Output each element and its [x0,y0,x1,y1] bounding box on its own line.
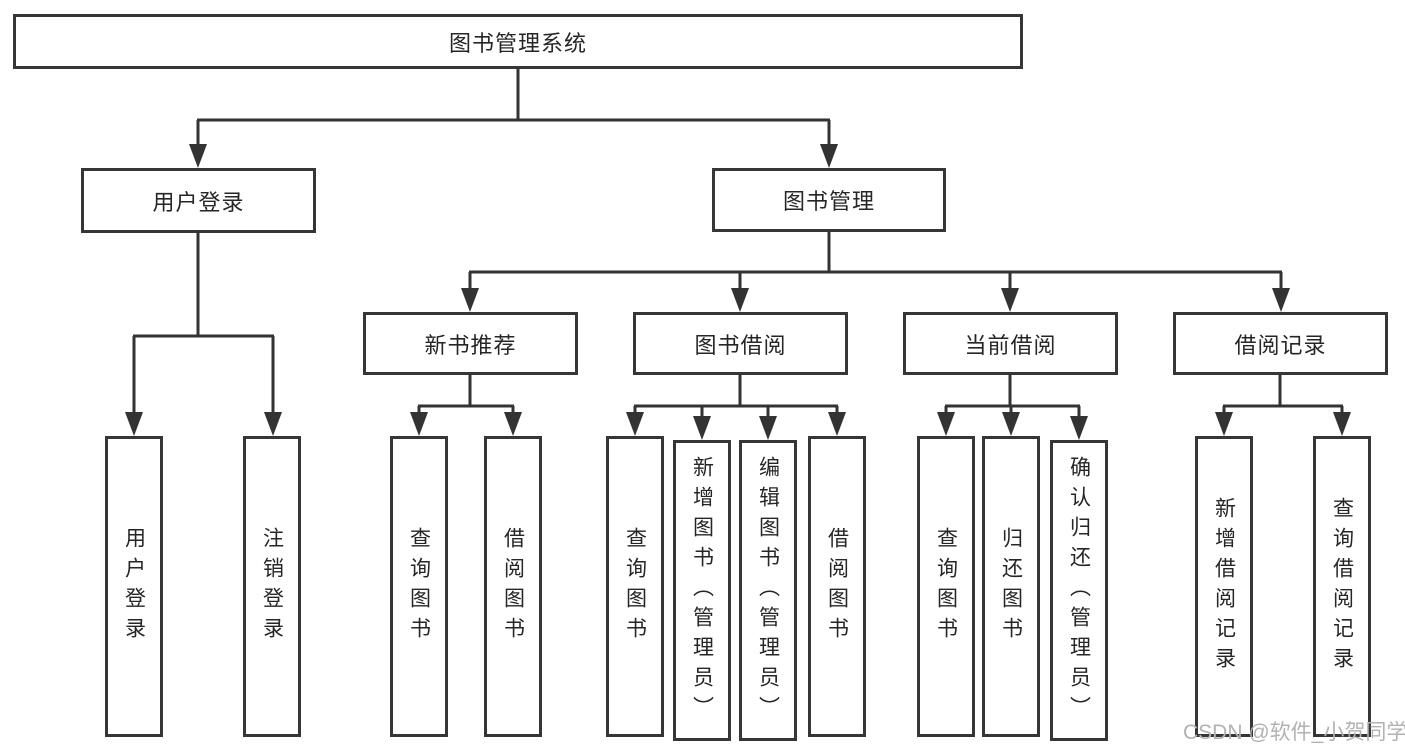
leaf-logout-label: 注销登录 [260,526,284,647]
leaf-query-books-recommend-label: 查询图书 [407,526,431,647]
leaf-query-books-borrowing: 查询图书 [606,436,664,737]
leaf-borrow-books-recommend: 借阅图书 [484,436,542,737]
node-current-borrowing-label: 当前借阅 [964,332,1057,358]
arrowhead [1001,288,1019,312]
arrowhead [189,144,207,168]
leaf-user-login-label: 用户登录 [122,526,146,647]
node-book-management: 图书管理 [712,168,946,232]
node-borrowing-records: 借阅记录 [1173,312,1388,375]
connector-borrow-record-split [1222,375,1344,416]
node-user-login-label: 用户登录 [152,189,245,215]
connector-current-borrow-split [944,375,1081,420]
node-book-borrowing: 图书借阅 [633,312,848,375]
arrowhead [1272,288,1290,312]
node-book-management-label: 图书管理 [782,189,875,214]
arrowhead [264,412,282,436]
connector-book-borrow-split [633,375,839,420]
watermark: CSDN @软件_小贺同学 [1183,721,1405,744]
leaf-add-borrow-record: 新增借阅记录 [1195,436,1253,737]
node-new-book-recommend: 新书推荐 [363,312,578,375]
arrowhead [731,288,749,312]
leaf-query-borrow-record-label: 查询借阅记录 [1330,496,1354,677]
leaf-logout: 注销登录 [243,436,301,737]
leaf-borrow-books-recommend-label: 借阅图书 [501,526,525,647]
arrowhead [820,144,838,168]
leaf-query-books-current-label: 查询图书 [934,526,958,647]
node-new-book-recommend-label: 新书推荐 [424,332,517,358]
arrowhead [504,412,522,436]
connector-root-to-level2 [196,69,831,148]
node-library-system: 图书管理系统 [13,14,1023,69]
leaf-confirm-return-admin: 确认归还（管理员） [1050,440,1108,741]
leaf-edit-book-admin: 编辑图书（管理员） [739,440,797,741]
arrowhead [626,412,644,436]
arrowhead [125,412,143,436]
arrowhead [1070,416,1088,440]
arrowhead [1215,412,1233,436]
node-current-borrowing: 当前借阅 [903,312,1118,375]
arrowhead [759,416,777,440]
node-book-borrowing-label: 图书借阅 [694,332,787,358]
leaf-return-book-label: 归还图书 [999,526,1023,647]
node-borrowing-records-label: 借阅记录 [1234,332,1327,358]
arrowhead [937,412,955,436]
leaf-user-login: 用户登录 [105,436,163,737]
arrowhead [410,412,428,436]
leaf-add-book-admin: 新增图书（管理员） [673,440,731,741]
leaf-add-borrow-record-label: 新增借阅记录 [1212,496,1236,677]
leaf-add-book-admin-label: 新增图书（管理员） [690,455,714,726]
leaf-edit-book-admin-label: 编辑图书（管理员） [756,455,780,726]
leaf-confirm-return-admin-label: 确认归还（管理员） [1067,455,1091,726]
leaf-return-book: 归还图书 [982,436,1040,737]
arrowhead [461,288,479,312]
leaf-borrow-books-borrowing: 借阅图书 [808,436,866,737]
connector-book-mgmt-split [468,232,1283,292]
node-library-system-label: 图书管理系统 [448,30,587,56]
leaf-borrow-books-borrowing-label: 借阅图书 [825,526,849,647]
leaf-query-books-borrowing-label: 查询图书 [623,526,647,647]
leaf-query-borrow-record: 查询借阅记录 [1313,436,1371,737]
leaf-query-books-recommend: 查询图书 [390,436,448,737]
node-user-login: 用户登录 [81,168,316,233]
leaf-query-books-current: 查询图书 [917,436,975,737]
arrowhead [1333,412,1351,436]
arrowhead [828,412,846,436]
connector-user-login-split [132,233,275,416]
arrowhead [693,416,711,440]
connector-new-book-split [417,375,515,416]
arrowhead [1002,412,1020,436]
